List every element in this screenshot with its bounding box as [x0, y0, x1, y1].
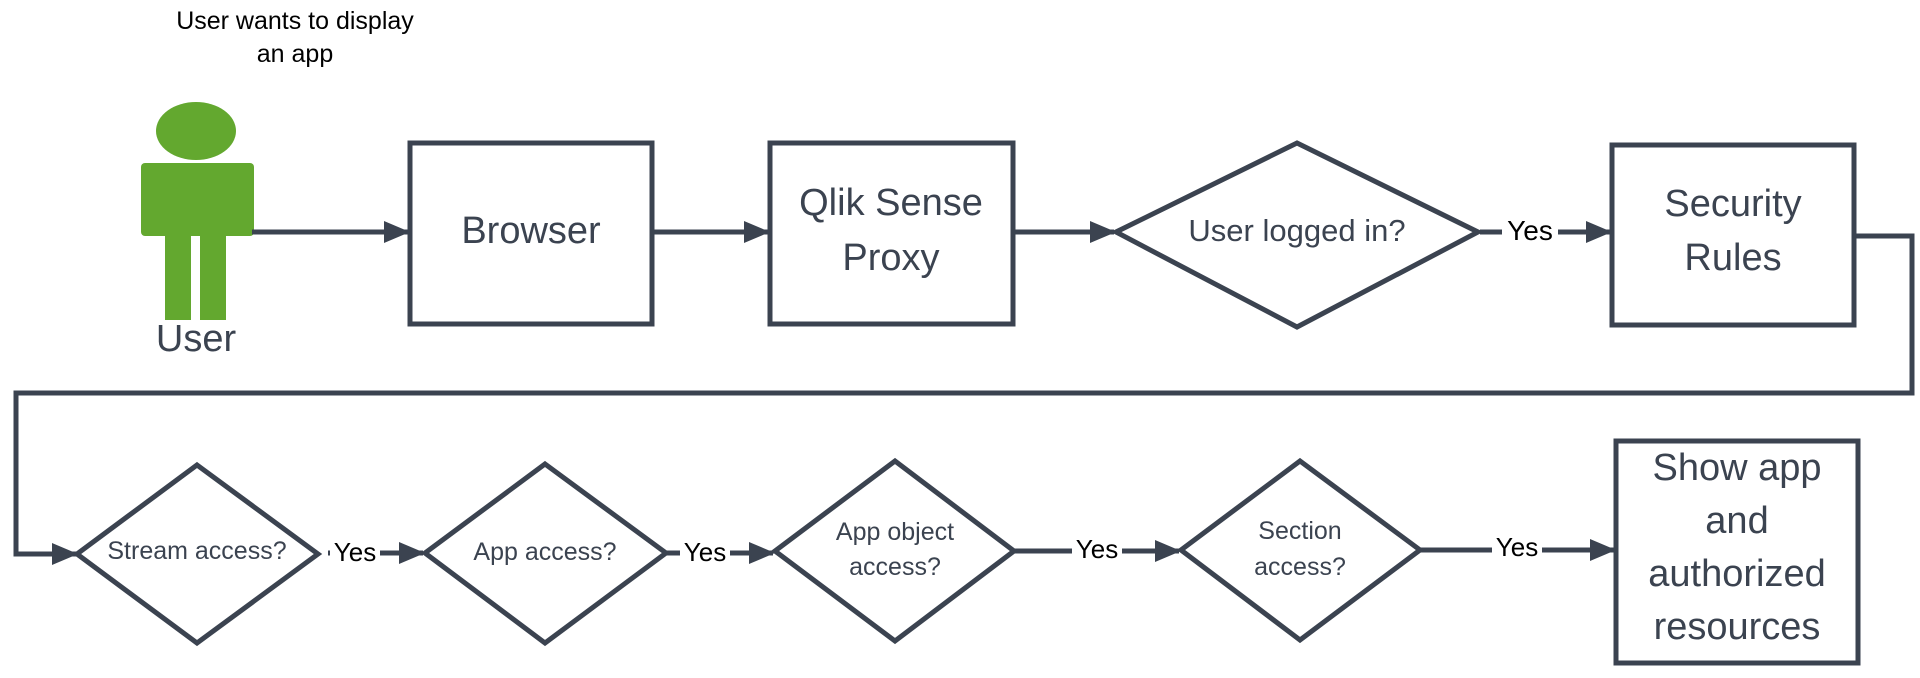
show-app-line-3: authorized	[1648, 553, 1825, 595]
caption-line-1: User wants to display	[176, 7, 414, 35]
logged-in-diamond	[1110, 140, 1484, 330]
proxy-label-line-1: Qlik Sense	[799, 182, 983, 224]
yes-label-stream: Yes	[334, 537, 376, 567]
proxy-label-line-2: Proxy	[842, 237, 939, 279]
app-object-access-line-1: App object	[836, 518, 954, 546]
caption-line-2: an app	[257, 40, 333, 68]
app-object-access-line-2: access?	[849, 553, 941, 581]
show-app-line-2: and	[1705, 500, 1768, 542]
yes-label-app-object: Yes	[1076, 534, 1118, 564]
person-icon	[141, 102, 254, 320]
section-access-line-2: access?	[1254, 553, 1346, 581]
yes-label-logged-in: Yes	[1507, 215, 1553, 246]
browser-box	[407, 140, 655, 327]
show-app-box	[1613, 438, 1861, 666]
show-app-line-4: resources	[1654, 606, 1821, 648]
stream-access-label: Stream access?	[107, 537, 286, 565]
yes-label-section: Yes	[1496, 532, 1538, 562]
proxy-box	[767, 140, 1016, 327]
logged-in-label: User logged in?	[1188, 213, 1405, 248]
browser-label: Browser	[461, 210, 601, 252]
user-label: User	[156, 318, 237, 360]
stream-access-diamond	[72, 461, 323, 647]
security-rules-line-1: Security	[1664, 183, 1801, 225]
edge-security-stream	[13, 233, 1915, 565]
section-access-line-1: Section	[1258, 517, 1341, 545]
security-rules-box	[1609, 142, 1857, 328]
section-access-diamond	[1176, 457, 1425, 644]
security-rules-line-2: Rules	[1684, 237, 1781, 279]
yes-label-app: Yes	[684, 537, 726, 567]
app-access-label: App access?	[473, 538, 616, 566]
app-object-access-diamond	[770, 457, 1019, 645]
show-app-line-1: Show app	[1652, 447, 1821, 489]
app-access-diamond	[420, 460, 671, 647]
